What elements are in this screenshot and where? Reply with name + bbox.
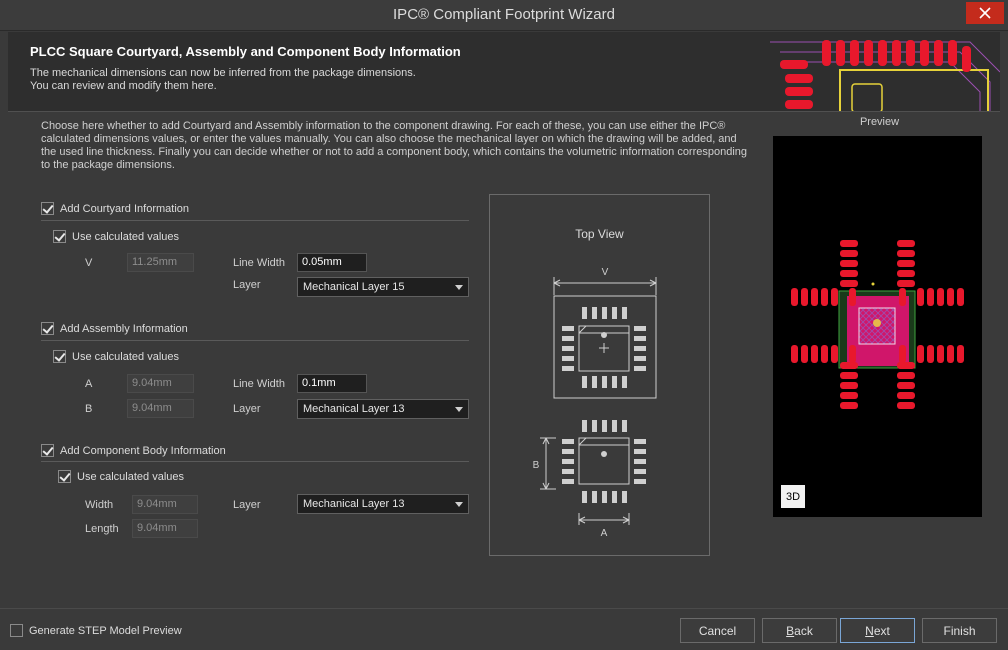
chevron-down-icon bbox=[455, 502, 463, 507]
section-divider bbox=[41, 461, 469, 462]
use-calculated-label: Use calculated values bbox=[77, 470, 185, 483]
generate-step-preview-label: Generate STEP Model Preview bbox=[29, 624, 182, 637]
body-length-field[interactable]: 9.04mm bbox=[132, 519, 198, 538]
courtyard-layer-label: Layer bbox=[233, 279, 261, 291]
next-button-label: ext bbox=[873, 623, 890, 638]
window-title: IPC® Compliant Footprint Wizard bbox=[393, 6, 615, 23]
page-subtitle-line1: The mechanical dimensions can now be inf… bbox=[30, 67, 416, 79]
title-bar: IPC® Compliant Footprint Wizard bbox=[0, 0, 1008, 31]
courtyard-layer-select[interactable]: Mechanical Layer 15 bbox=[297, 277, 469, 297]
preview-canvas[interactable]: 3D bbox=[773, 136, 982, 517]
dim-b-label: B bbox=[533, 460, 540, 471]
body-width-label: Width bbox=[85, 499, 114, 511]
body-layer-value: Mechanical Layer 13 bbox=[303, 498, 405, 510]
assembly-use-calculated-checkbox[interactable]: Use calculated values bbox=[53, 350, 179, 363]
courtyard-v-label: V bbox=[85, 257, 93, 269]
top-view-title: Top View bbox=[575, 227, 624, 241]
courtyard-use-calculated-checkbox[interactable]: Use calculated values bbox=[53, 230, 179, 243]
add-courtyard-checkbox[interactable]: Add Courtyard Information bbox=[41, 202, 189, 215]
use-calculated-label: Use calculated values bbox=[72, 230, 180, 243]
body-layer-label: Layer bbox=[233, 499, 261, 511]
page-subtitle-line2: You can review and modify them here. bbox=[30, 80, 217, 92]
cancel-button[interactable]: Cancel bbox=[680, 618, 755, 643]
checkbox-unchecked-icon bbox=[10, 624, 23, 637]
assembly-a-field[interactable]: 9.04mm bbox=[127, 374, 194, 393]
finish-button[interactable]: Finish bbox=[922, 618, 997, 643]
checkbox-checked-icon bbox=[41, 322, 54, 335]
checkbox-checked-icon bbox=[58, 470, 71, 483]
courtyard-v-field[interactable]: 11.25mm bbox=[127, 253, 194, 272]
top-view-panel: Top View bbox=[489, 194, 710, 556]
body-use-calculated-checkbox[interactable]: Use calculated values bbox=[58, 470, 184, 483]
assembly-b-field[interactable]: 9.04mm bbox=[127, 399, 194, 418]
dim-v-label: V bbox=[602, 267, 609, 278]
content-area: Choose here whether to add Courtyard and… bbox=[8, 112, 1000, 608]
courtyard-line-width-label: Line Width bbox=[233, 257, 285, 269]
assembly-a-label: A bbox=[85, 378, 93, 390]
assembly-layer-value: Mechanical Layer 13 bbox=[303, 403, 405, 415]
page-title: PLCC Square Courtyard, Assembly and Comp… bbox=[30, 44, 461, 59]
preview-label: Preview bbox=[859, 116, 900, 128]
dim-a-label: A bbox=[601, 528, 608, 539]
footprint-preview bbox=[791, 240, 964, 409]
assembly-line-width-label: Line Width bbox=[233, 378, 285, 390]
use-calculated-label: Use calculated values bbox=[72, 350, 180, 363]
add-assembly-label: Add Assembly Information bbox=[60, 322, 188, 335]
page-header: PLCC Square Courtyard, Assembly and Comp… bbox=[8, 32, 1000, 112]
section-divider bbox=[41, 340, 469, 341]
back-button-mnemonic: B bbox=[786, 623, 795, 638]
view-3d-button[interactable]: 3D bbox=[781, 485, 805, 508]
body-length-label: Length bbox=[85, 523, 119, 535]
page-subtitle: The mechanical dimensions can now be inf… bbox=[30, 67, 416, 93]
intro-text: Choose here whether to add Courtyard and… bbox=[41, 120, 748, 171]
courtyard-line-width-field[interactable]: 0.05mm bbox=[297, 253, 367, 272]
chevron-down-icon bbox=[455, 285, 463, 290]
checkbox-checked-icon bbox=[41, 202, 54, 215]
next-button-mnemonic: N bbox=[865, 623, 874, 638]
courtyard-layer-value: Mechanical Layer 15 bbox=[303, 281, 405, 293]
checkbox-checked-icon bbox=[53, 230, 66, 243]
close-button[interactable] bbox=[966, 2, 1004, 24]
generate-step-preview-checkbox[interactable]: Generate STEP Model Preview bbox=[10, 624, 182, 637]
assembly-layer-select[interactable]: Mechanical Layer 13 bbox=[297, 399, 469, 419]
add-assembly-checkbox[interactable]: Add Assembly Information bbox=[41, 322, 188, 335]
body-width-field[interactable]: 9.04mm bbox=[132, 495, 198, 514]
checkbox-checked-icon bbox=[53, 350, 66, 363]
add-body-label: Add Component Body Information bbox=[60, 444, 226, 457]
back-button-label: ack bbox=[794, 623, 813, 638]
assembly-b-label: B bbox=[85, 403, 93, 415]
add-body-checkbox[interactable]: Add Component Body Information bbox=[41, 444, 226, 457]
close-icon bbox=[979, 7, 991, 19]
section-divider bbox=[41, 220, 469, 221]
chevron-down-icon bbox=[455, 407, 463, 412]
body-layer-select[interactable]: Mechanical Layer 13 bbox=[297, 494, 469, 514]
assembly-layer-label: Layer bbox=[233, 403, 261, 415]
assembly-line-width-field[interactable]: 0.1mm bbox=[297, 374, 367, 393]
checkbox-checked-icon bbox=[41, 444, 54, 457]
add-courtyard-label: Add Courtyard Information bbox=[60, 202, 190, 215]
header-footprint-art bbox=[760, 32, 1000, 111]
top-view-diagram: V B A bbox=[533, 267, 657, 539]
